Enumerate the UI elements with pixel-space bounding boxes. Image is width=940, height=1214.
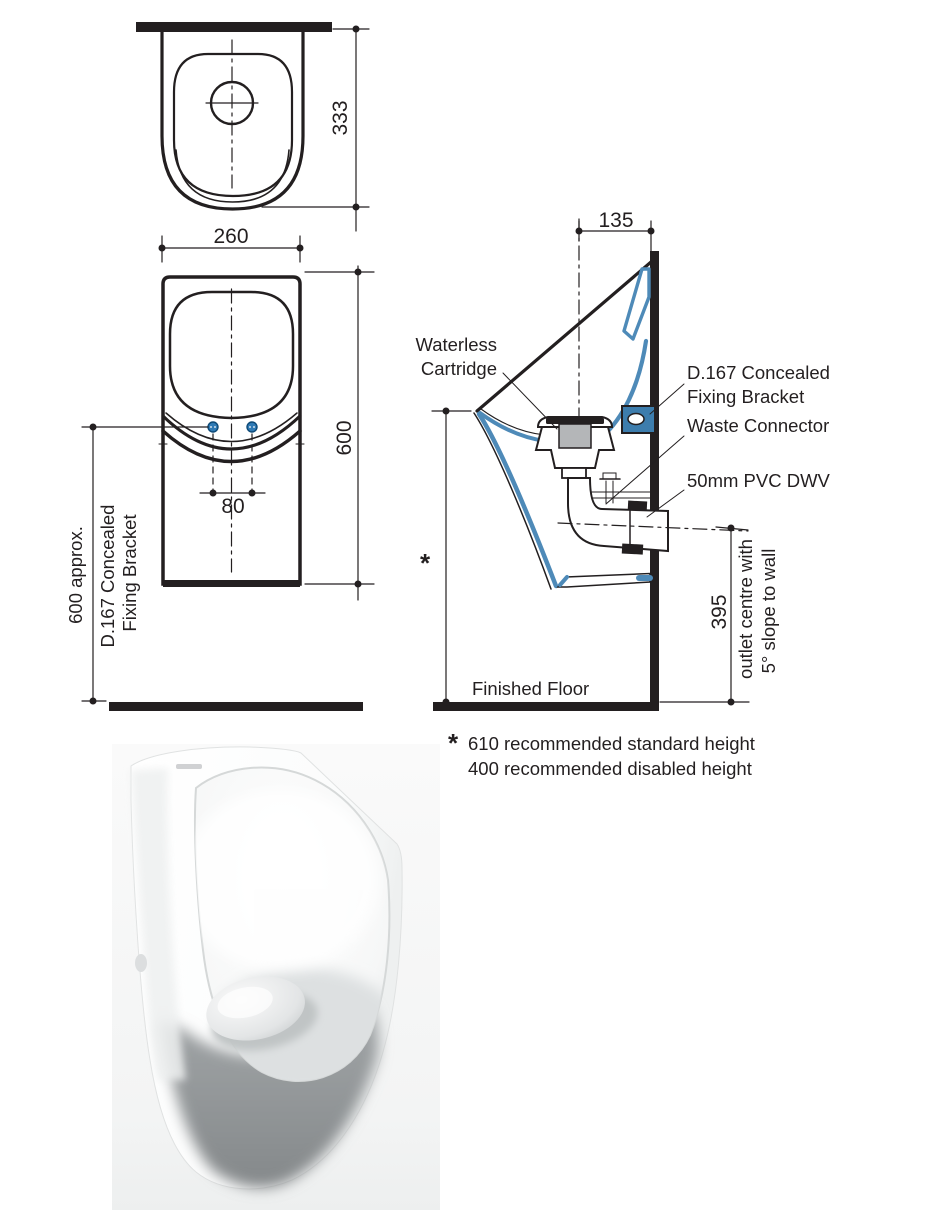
drain-dome (206, 976, 318, 1051)
cartridge-grate (546, 418, 604, 424)
front-view: 260 80 (65, 225, 375, 711)
height-marker-star: * (420, 548, 431, 578)
front-width-dim-label: 260 (213, 225, 248, 248)
urinal-body-front (161, 275, 302, 586)
bowl-opening-front (168, 290, 295, 420)
waste-pipe (557, 477, 749, 555)
urinal-rim-plan (172, 52, 294, 198)
dimension-395 (659, 524, 750, 706)
footnote-line2: 400 recommended disabled height (468, 758, 752, 779)
plan-depth-dim-label: 333 (329, 100, 352, 135)
brand-logo-mark (176, 764, 202, 769)
footnote-marker: * (448, 728, 459, 758)
coupling-flange-bottom (621, 543, 644, 555)
fixing-bracket (621, 405, 656, 434)
waste-connector-label: Waste Connector (687, 415, 829, 436)
footnote: * 610 recommended standard height 400 re… (448, 728, 755, 779)
footnote-line1: 610 recommended standard height (468, 733, 755, 754)
outlet-note-line2: 5° slope to wall (758, 549, 779, 674)
urinal-outline-plan (160, 30, 305, 211)
pipe-centerline (557, 522, 749, 532)
bracket-screw (587, 472, 651, 504)
front-bracket-label-line1: D.167 Concealed (97, 505, 118, 648)
section-view: 135 (415, 209, 831, 711)
pipe-elbow-outline (567, 477, 669, 553)
outlet-height-dim-label: 395 (708, 594, 731, 629)
dimension-333 (261, 25, 370, 232)
wall-section-side (650, 251, 659, 711)
leader-bracket (649, 383, 685, 415)
section-bracket-label-line2: Fixing Bracket (687, 386, 804, 407)
leader-waste-connector (605, 435, 685, 505)
fixing-point-right (246, 421, 258, 433)
wall-section-plan (136, 22, 332, 32)
bottom-rim-blue-left (558, 575, 569, 587)
fixing-centres-dim-label: 80 (221, 495, 244, 518)
height-approx-label: 600 approx. (65, 526, 86, 624)
plan-view: 333 (136, 22, 370, 232)
ceramic-channel-slot (622, 267, 651, 341)
urinal-bottom-edge (163, 580, 300, 587)
fixing-point-left (207, 421, 219, 433)
finished-floor-label: Finished Floor (472, 678, 589, 699)
dimension-starred-height (431, 407, 472, 706)
overflow-dimple (135, 954, 147, 972)
coupling-flange-top (627, 500, 648, 511)
section-bracket-label-line1: D.167 Concealed (687, 362, 830, 383)
cartridge-label-line2: Cartridge (421, 358, 497, 379)
rim-inner-arc (165, 412, 298, 443)
cartridge-label-line1: Waterless (415, 334, 497, 355)
rim-outer-arc (161, 414, 302, 451)
pvc-label: 50mm PVC DWV (687, 470, 831, 491)
front-bracket-label-line2: Fixing Bracket (119, 514, 140, 631)
floor-section-front (109, 702, 363, 711)
floor-section-side (433, 702, 659, 711)
cartridge-neck (561, 467, 587, 479)
dimension-600-approx (81, 423, 209, 705)
dimension-600 (304, 265, 375, 601)
cartridge-body (558, 423, 592, 449)
front-shell-section (476, 411, 559, 589)
leader-cartridge (502, 372, 558, 430)
bottom-rim-band (556, 572, 651, 588)
waterless-cartridge-assembly (534, 416, 616, 479)
front-height-dim-label: 600 (333, 420, 356, 455)
outlet-note-line1: outlet centre with (735, 539, 756, 679)
dimension-80 (199, 433, 266, 497)
front-shell-line (473, 412, 552, 590)
top-edge-section (475, 260, 653, 413)
product-photo (112, 744, 440, 1210)
dimension-260 (158, 235, 304, 263)
outlet-wall-dim-label: 135 (598, 209, 633, 232)
bowl-inner-highlight (194, 790, 380, 970)
urinal-photo-left-face-shade (131, 768, 186, 1080)
leader-pvc (646, 489, 685, 518)
